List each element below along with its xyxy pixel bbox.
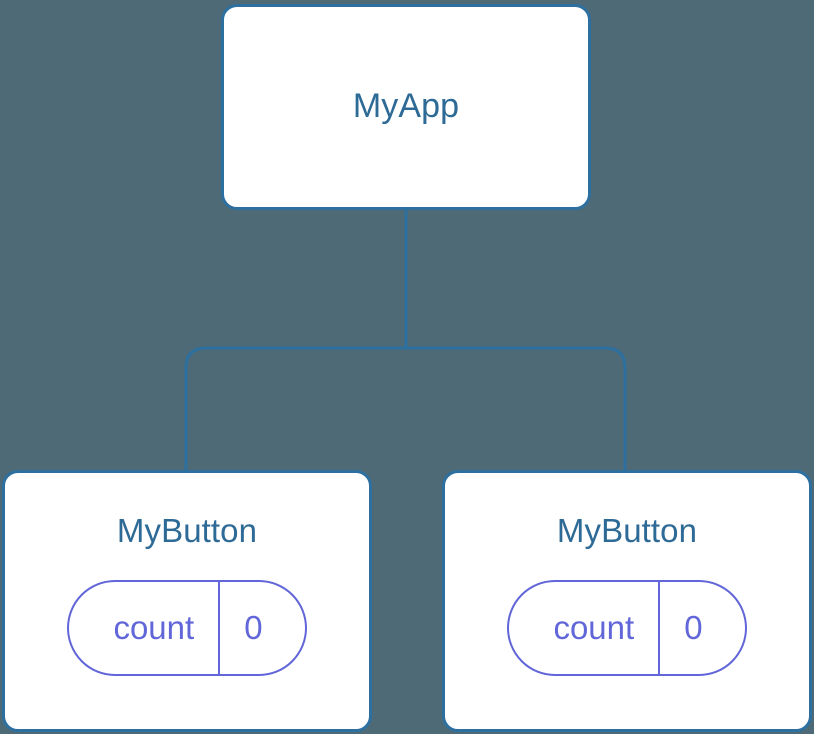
state-value-label: 0	[244, 609, 263, 647]
node-mybutton-left-label: MyButton	[116, 512, 258, 549]
state-key-label: count	[113, 609, 195, 647]
node-mybutton-right-label: MyButton	[556, 512, 698, 549]
node-myapp[interactable]: MyApp	[221, 4, 591, 210]
edge-branch-right	[406, 346, 627, 472]
node-mybutton-right[interactable]: MyButton count 0	[442, 470, 812, 732]
state-pill-count-left[interactable]: count 0	[67, 580, 307, 677]
state-value-label: 0	[684, 609, 703, 647]
node-mybutton-left[interactable]: MyButton count 0	[2, 470, 372, 732]
state-pill-divider	[218, 582, 221, 675]
edge-branch-left	[184, 346, 406, 472]
state-pill-divider	[658, 582, 661, 675]
node-myapp-label: MyApp	[352, 87, 460, 126]
state-key-label: count	[553, 609, 635, 647]
state-pill-count-right[interactable]: count 0	[507, 580, 747, 677]
